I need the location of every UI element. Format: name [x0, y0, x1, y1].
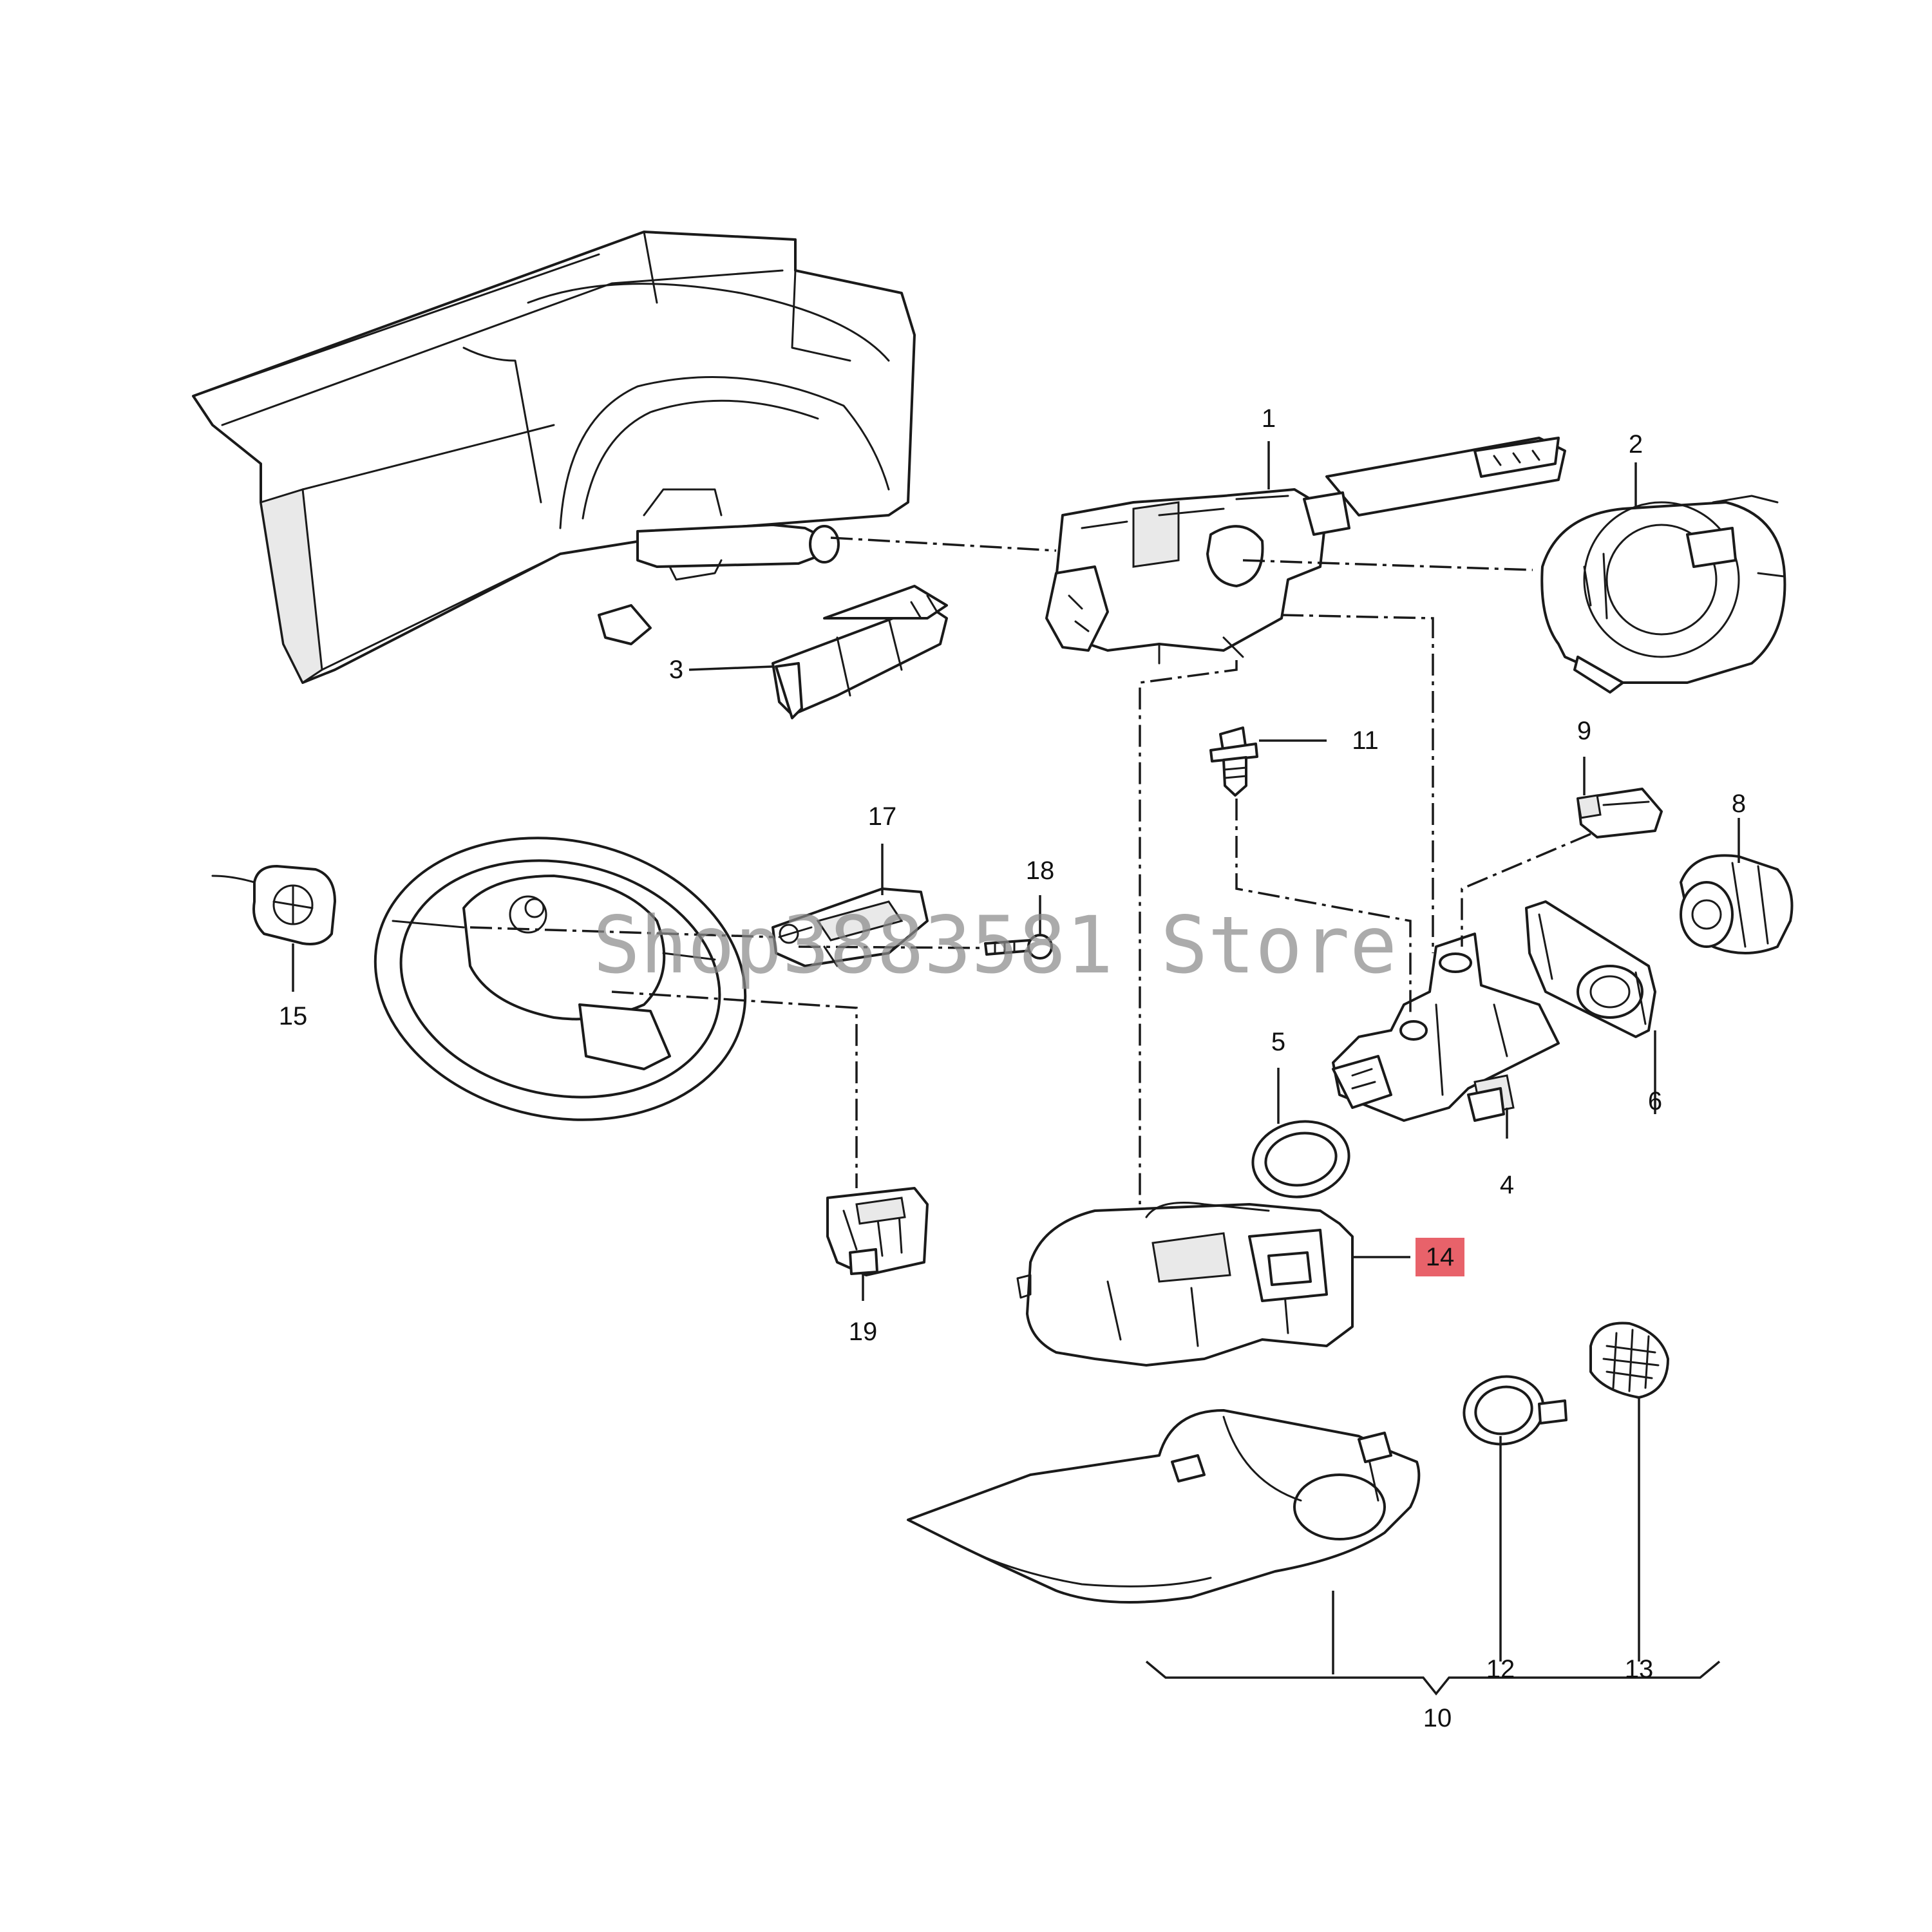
callout-leaders [292, 441, 1740, 1696]
callout-labels: 1 2 3 4 5 6 8 9 10 11 12 13 14 15 17 18 … [279, 404, 1746, 1732]
callout-9-label: 9 [1577, 717, 1591, 745]
part-11-bolt [1209, 726, 1258, 797]
callout-11-label: 11 [1352, 726, 1379, 755]
part-10-column-cover [907, 1409, 1421, 1604]
part-13-grille-cap [1589, 1321, 1669, 1399]
part-14-column-module [1016, 1202, 1354, 1367]
callout-5-label: 5 [1271, 1028, 1285, 1056]
part-2-clock-spring [1540, 495, 1786, 694]
callout-8-label: 8 [1732, 790, 1746, 818]
callout-6-label: 6 [1648, 1087, 1662, 1115]
part-19-connector-block [826, 1187, 929, 1276]
callout-13-label: 13 [1625, 1655, 1654, 1683]
part-8-lock-cylinder [1680, 854, 1794, 954]
part-1-combination-switch [1045, 437, 1566, 665]
part-6-trim-plate [1525, 900, 1656, 1038]
dashboard-illustration [192, 231, 916, 685]
callout-2-label: 2 [1629, 430, 1643, 459]
part-18-screw [984, 934, 1053, 960]
callout-15-label: 15 [279, 1002, 308, 1030]
part-3-control-unit [772, 585, 948, 719]
callout-12-label: 12 [1486, 1655, 1515, 1683]
part-9-connector [1577, 788, 1663, 838]
steering-wheel [374, 837, 747, 1121]
store-watermark: Shop3883581 Store [593, 900, 1397, 991]
callout-14-highlight [1416, 1238, 1464, 1276]
part-15-wheel-switch [211, 865, 336, 945]
callout-10-label: 10 [1423, 1704, 1452, 1732]
callout-3-label: 3 [669, 656, 683, 684]
callout-18-label: 18 [1026, 857, 1055, 885]
part-4-ignition-housing [1332, 933, 1560, 1122]
callout-1-label: 1 [1262, 404, 1276, 433]
assembly-lines [469, 536, 1591, 1204]
callout-19-label: 19 [849, 1318, 878, 1346]
callout-17-label: 17 [868, 802, 897, 831]
callout-4-label: 4 [1500, 1171, 1514, 1199]
part-12-ring [1463, 1375, 1567, 1446]
callout-14-label: 14 [1426, 1243, 1455, 1271]
part-5-ring [1251, 1120, 1350, 1198]
